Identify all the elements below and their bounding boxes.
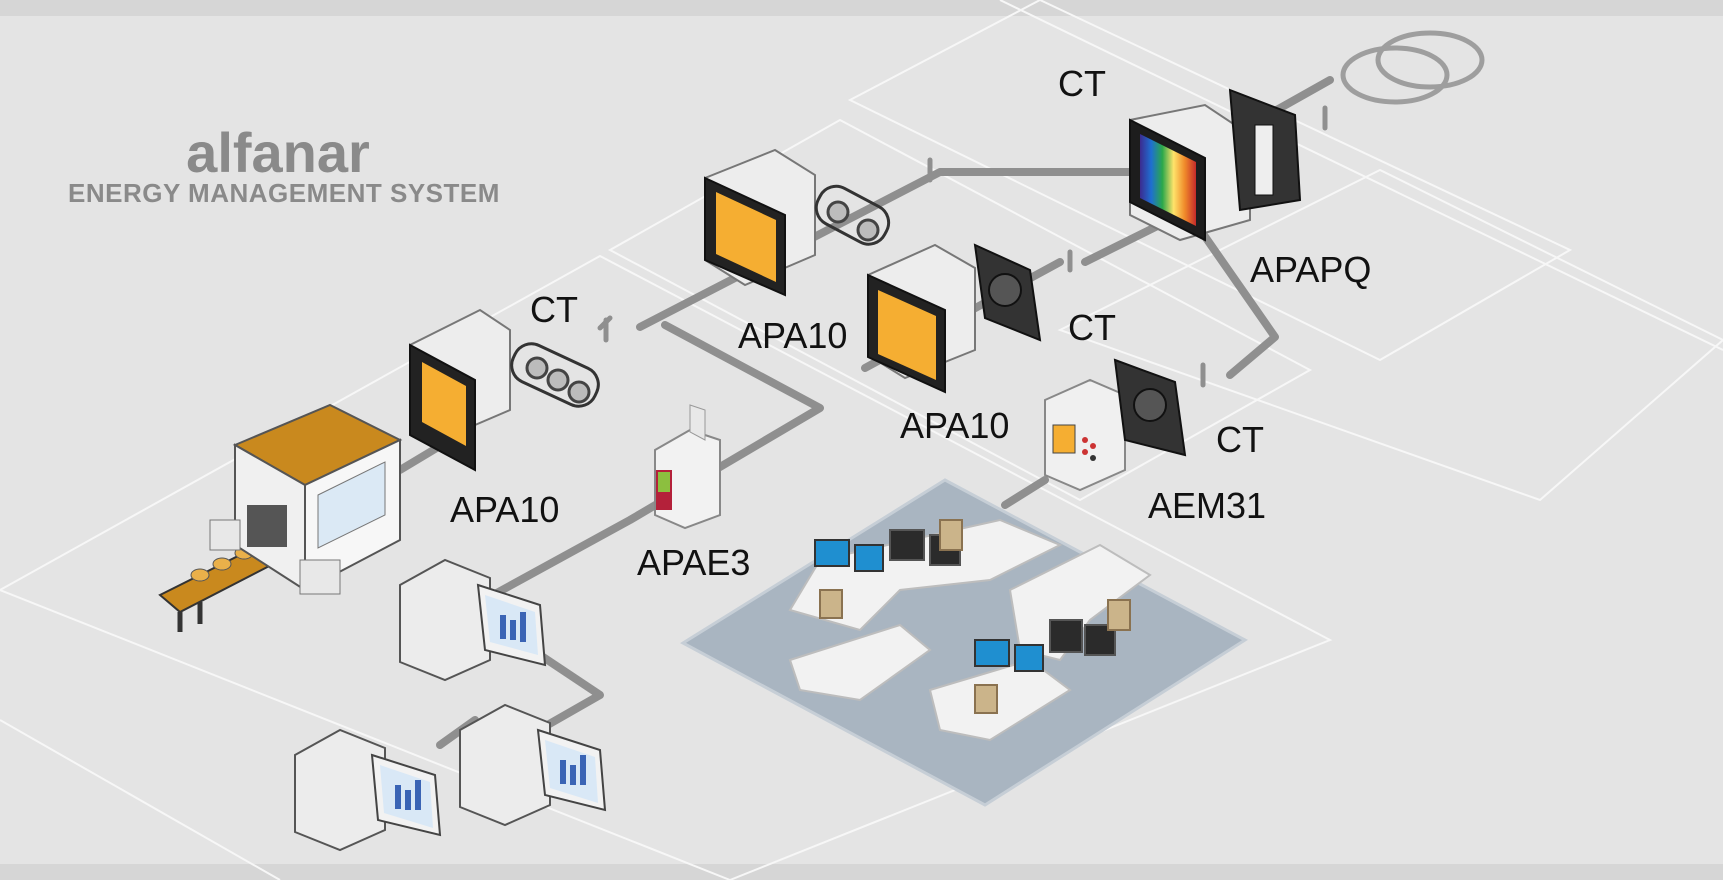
apa10-label-mid: APA10 [900,405,1009,446]
workstation-top [399,558,547,682]
aem31-meter [1044,358,1187,492]
ct-label-left: CT [530,289,578,330]
machine-door [247,505,287,547]
monitor-icon [1014,644,1044,672]
ct-ring-icon [826,200,850,224]
apa10-meter-mid [867,243,1042,394]
chair-icon [1107,599,1131,631]
chair-icon [819,589,843,619]
ct-label-top: CT [1058,63,1106,104]
apae3-label: APAE3 [637,542,750,583]
apapq-label: APAPQ [1250,249,1371,290]
brand-tagline: ENERGY MANAGEMENT SYSTEM [68,178,500,208]
monitor-icon [889,529,925,561]
ct-ring-icon [546,368,570,392]
monitor-icon [974,639,1010,667]
monitor-icon [854,544,884,572]
workstation-bottom-right [459,703,607,827]
brand-name: alfanar [186,121,370,184]
apa10-meter-left [409,308,600,472]
ct-label-right: CT [1216,419,1264,460]
apa10-label-left: APA10 [450,489,559,530]
chair-icon [939,519,963,551]
ct-ring-icon [856,218,880,242]
monitor-icon [1049,619,1083,653]
apa10-meter-top [704,148,891,297]
aem31-label: AEM31 [1148,485,1266,526]
ct-ring-icon [525,356,549,380]
monitor-icon [814,539,850,567]
factory-machine-icon [158,403,403,632]
chair-icon [974,684,998,714]
apa10-label-top: APA10 [738,315,847,356]
control-room [680,478,1248,807]
ct-label-mid: CT [1068,307,1116,348]
transformer-icon [1340,45,1450,105]
workstation-bottom-left [294,728,442,852]
ct-ring-icon [567,380,591,404]
apapq-meter [1129,30,1485,242]
apae3-meter [654,404,721,530]
